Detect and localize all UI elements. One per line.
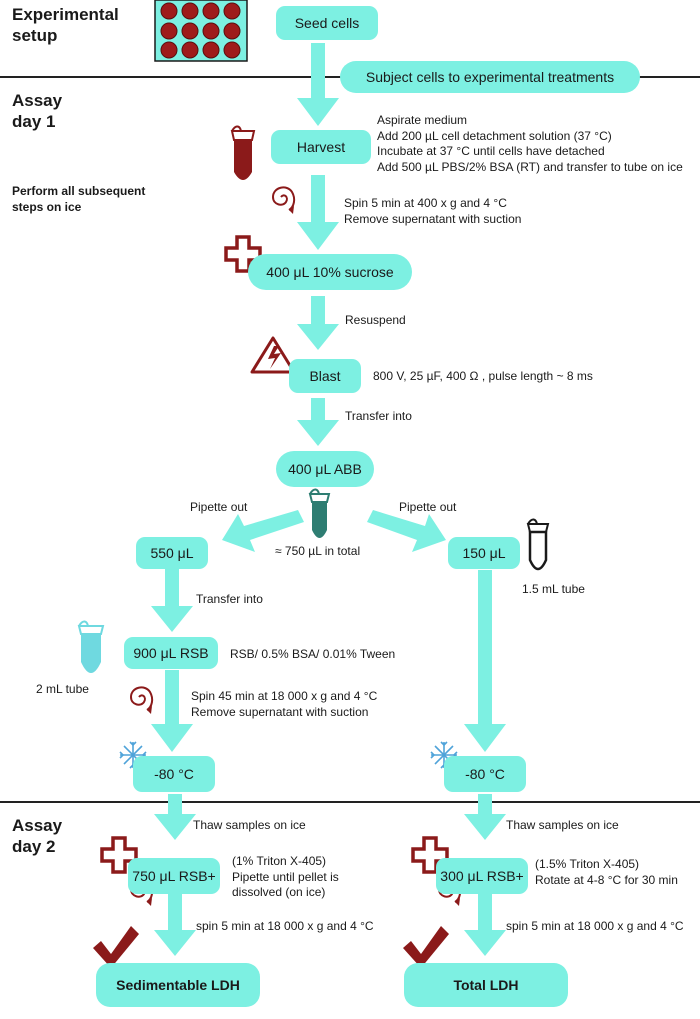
high-voltage-icon	[250, 336, 296, 374]
arrow-seed-harvest	[297, 43, 339, 126]
checkmark-icon-2	[403, 926, 449, 968]
arrow-750-sed	[154, 893, 196, 956]
teal-tube-icon	[308, 488, 331, 538]
thaw-label-left: Thaw samples on ice	[193, 818, 306, 832]
rsb750-note: (1% Triton X-405) Pipette until pellet i…	[232, 854, 339, 899]
section-title-setup: Experimental setup	[12, 5, 119, 45]
harvest-box: Harvest	[271, 130, 371, 164]
resuspend-label: Resuspend	[345, 313, 406, 327]
left-minus80-box: -80 °C	[133, 756, 215, 792]
rsb300-note: (1.5% Triton X-405) Rotate at 4-8 °C for…	[535, 857, 678, 887]
checkmark-icon-1	[93, 926, 139, 968]
spin45-note: Spin 45 min at 18 000 x g and 4 °C Remov…	[191, 689, 378, 719]
black-tube-icon	[526, 518, 550, 571]
arrow-blast-abb	[297, 398, 339, 446]
section-title-day2: Assay day 2	[12, 816, 63, 856]
arrow-harvest-sucrose	[297, 175, 339, 250]
sedimentable-ldh-box: Sedimentable LDH	[96, 963, 260, 1007]
pipette-out-label-right: Pipette out	[399, 500, 457, 514]
blast-params-note: 800 V, 25 µF, 400 Ω , pulse length ~ 8 m…	[373, 369, 593, 383]
arrow-m80-750	[154, 794, 196, 840]
section-title-day1: Assay day 1	[12, 91, 63, 131]
spin-label-right: spin 5 min at 18 000 x g and 4 °C	[506, 919, 684, 933]
treatment-box: Subject cells to experimental treatments	[340, 61, 640, 93]
rsb-composition-label: RSB/ 0.5% BSA/ 0.01% Tween	[230, 647, 396, 661]
rsb-750-box: 750 μL RSB+	[128, 858, 220, 894]
centrifuge-icon-1	[272, 186, 296, 215]
well-plate-icon	[154, 0, 248, 62]
thaw-label-right: Thaw samples on ice	[506, 818, 619, 832]
total-ldh-box: Total LDH	[404, 963, 568, 1007]
arrow-550-900	[151, 568, 193, 632]
right-150-box: 150 μL	[448, 537, 520, 569]
harvest-steps-note: Aspirate medium Add 200 µL cell detachme…	[377, 113, 683, 174]
sucrose-box: 400 μL 10% sucrose	[248, 254, 412, 290]
rsb-300-box: 300 μL RSB+	[436, 858, 528, 894]
arrow-abb-right	[367, 510, 446, 552]
spin-label-left: spin 5 min at 18 000 x g and 4 °C	[196, 919, 374, 933]
arrow-300-total	[464, 893, 506, 956]
transfer-into-label-2: Transfer into	[196, 592, 263, 606]
blood-tube-icon	[230, 125, 256, 180]
arrow-m80-300	[464, 794, 506, 840]
rsb-900-box: 900 μL RSB	[124, 637, 218, 669]
total-750-label: ≈ 750 µL in total	[275, 544, 361, 558]
light-tube-icon	[77, 620, 105, 673]
blast-box: Blast	[289, 359, 361, 393]
flow-arrows	[151, 43, 506, 956]
spin1-note: Spin 5 min at 400 x g and 4 °C Remove su…	[344, 196, 522, 226]
right-minus80-box: -80 °C	[444, 756, 526, 792]
tube-2ml-label: 2 mL tube	[36, 682, 89, 696]
arrow-150-m80	[464, 570, 506, 752]
centrifuge-icon-2	[130, 686, 154, 715]
abb-box: 400 μL ABB	[276, 451, 374, 487]
pipette-out-label-left: Pipette out	[190, 500, 248, 514]
ice-note: Perform all subsequent steps on ice	[12, 184, 146, 214]
seed-cells-box: Seed cells	[276, 6, 378, 40]
transfer-into-label-1: Transfer into	[345, 409, 412, 423]
arrow-sucrose-blast	[297, 296, 339, 350]
left-550-box: 550 μL	[136, 537, 208, 569]
arrow-900-m80	[151, 670, 193, 752]
tube-1-5ml-label: 1.5 mL tube	[522, 582, 585, 596]
arrow-abb-left	[222, 510, 304, 552]
